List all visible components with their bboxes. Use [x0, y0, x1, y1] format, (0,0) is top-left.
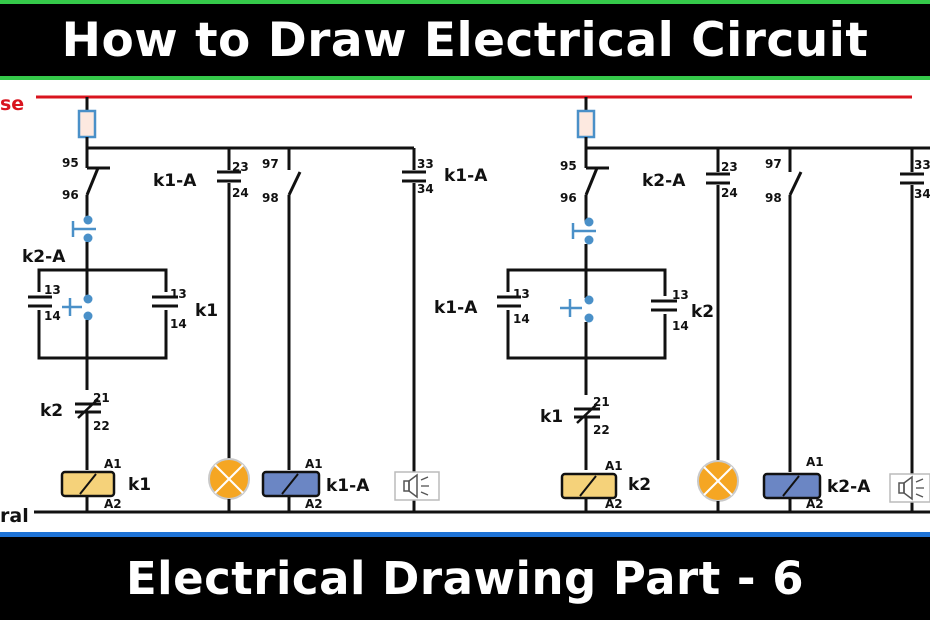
- lamp-contact-top-label: 23: [721, 160, 738, 174]
- interlock-bottom-label: 22: [93, 419, 110, 433]
- coil-label: k1: [128, 475, 151, 495]
- aux-contact-label: k1: [195, 301, 218, 321]
- fuse-icon: [576, 109, 596, 139]
- phase-rail-label: se: [0, 93, 24, 115]
- neutral-rail-label: ral: [0, 505, 29, 527]
- overload-no-bottom-label: 98: [262, 191, 279, 205]
- holding-contact-top-label: 13: [44, 283, 61, 297]
- coil-a1-label: A1: [104, 457, 122, 471]
- lamp-contact-bottom-label: 24: [721, 186, 738, 200]
- buzzer-contact-bottom-label: 34: [417, 182, 434, 196]
- coil-label: k2: [628, 475, 651, 495]
- coil-a2-label: A2: [605, 497, 623, 511]
- lamp-contact-label: k1-A: [153, 171, 197, 191]
- circuit-diagram: se ral 95 96 k2-A: [0, 93, 930, 527]
- interlock-bottom-label: 22: [593, 423, 610, 437]
- overload-nc-bottom-label: 96: [62, 188, 79, 202]
- interlock-top-label: 21: [93, 391, 110, 405]
- aux-coil-a2-label: A2: [305, 497, 323, 511]
- aux-coil-a1-label: A1: [305, 457, 323, 471]
- holding-contact-top-label: 13: [513, 287, 530, 301]
- aux-coil-a1-label: A1: [806, 455, 824, 469]
- overload-no-bottom-label: 98: [765, 191, 782, 205]
- interlock-top-label: 21: [593, 395, 610, 409]
- start-button-icon: [560, 295, 594, 323]
- aux-contact-label: k2: [691, 302, 714, 322]
- lamp-icon: [208, 458, 250, 500]
- coil-a1-label: A1: [605, 459, 623, 473]
- aux-coil-label: k2-A: [827, 477, 871, 497]
- buzzer-contact-label: k1-A: [444, 166, 488, 186]
- holding-contact-bottom-label: 14: [513, 312, 530, 326]
- overload-nc-top-label: 95: [560, 159, 577, 173]
- aux-coil-a2-label: A2: [806, 497, 824, 511]
- overload-no-contact: [287, 171, 302, 196]
- speaker-icon: [394, 471, 440, 501]
- start-button-icon: [62, 294, 93, 321]
- speaker-icon: [889, 473, 930, 503]
- overload-nc-bottom-label: 96: [560, 191, 577, 205]
- buzzer-contact-top-label: 33: [914, 158, 930, 172]
- aux-contact-bottom-label: 14: [170, 317, 187, 331]
- buzzer-contact-top-label: 33: [417, 157, 434, 171]
- overload-no-top-label: 97: [262, 157, 279, 171]
- aux-contact-bottom-label: 14: [672, 319, 689, 333]
- page-subtitle: Electrical Drawing Part - 6: [125, 552, 805, 605]
- holding-contact-bottom-label: 14: [44, 309, 61, 323]
- stop-button-icon: [571, 217, 596, 245]
- fuse-icon: [77, 109, 97, 139]
- stop-button-label: k2-A: [22, 247, 66, 267]
- interlock-label: k1: [540, 407, 563, 427]
- interlock-label: k2: [40, 401, 63, 421]
- aux-contact-top-label: 13: [170, 287, 187, 301]
- overload-nc-top-label: 95: [62, 156, 79, 170]
- title-banner: How to Draw Electrical Circuit: [0, 0, 930, 80]
- circuit-1: 95 96 k2-A 13 14: [22, 97, 488, 512]
- holding-contact-label: k1-A: [434, 298, 478, 318]
- lamp-contact-top-label: 23: [232, 160, 249, 174]
- stop-button-icon: [71, 215, 96, 243]
- buzzer-contact-bottom-label: 34: [914, 187, 930, 201]
- overload-no-top-label: 97: [765, 157, 782, 171]
- aux-coil-label: k1-A: [326, 476, 370, 496]
- lamp-contact-bottom-label: 24: [232, 186, 249, 200]
- lamp-icon: [697, 460, 739, 502]
- subtitle-banner: Electrical Drawing Part - 6: [0, 532, 930, 620]
- overload-no-contact: [788, 171, 803, 196]
- circuit-2: 95 96 k1-A 13 14: [434, 97, 930, 512]
- coil-a2-label: A2: [104, 497, 122, 511]
- aux-contact-top-label: 13: [672, 288, 689, 302]
- lamp-contact-label: k2-A: [642, 171, 686, 191]
- page-title: How to Draw Electrical Circuit: [61, 12, 869, 68]
